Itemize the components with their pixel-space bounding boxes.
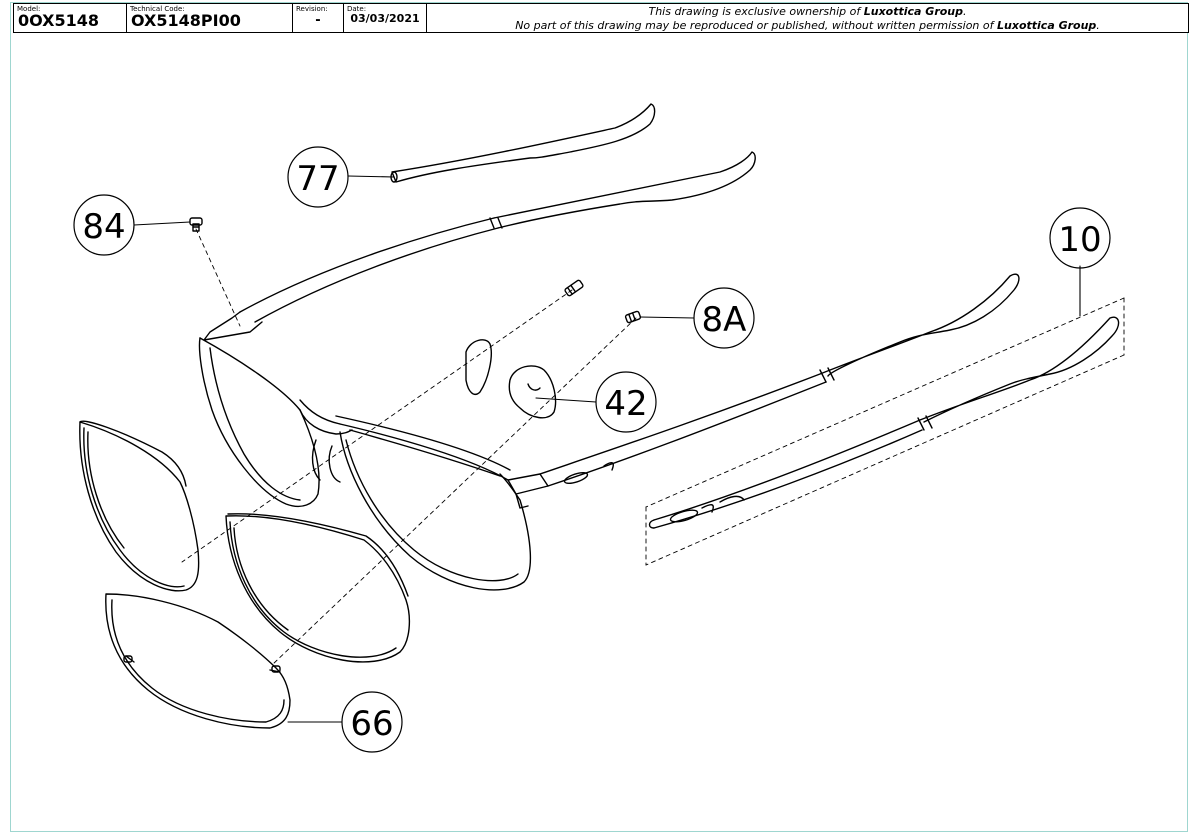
- nose-pad-part: [465, 339, 557, 419]
- callout-balloon-8a: [693, 287, 755, 349]
- revision-value: -: [315, 13, 321, 28]
- callout-label-66: 66: [350, 704, 393, 744]
- date-label: Date:: [347, 5, 367, 13]
- temple-tip-part: [390, 103, 656, 183]
- revision-cell: Revision: -: [293, 4, 344, 32]
- model-label: Model:: [17, 5, 41, 13]
- callout-label-8a: 8A: [702, 300, 747, 340]
- technical-code-value: OX5148PI00: [131, 11, 241, 30]
- date-value: 03/03/2021: [350, 12, 420, 25]
- title-block: Model: 0OX5148 Technical Code: OX5148PI0…: [13, 3, 1189, 33]
- revision-label: Revision:: [296, 5, 328, 13]
- far-temple-arm: [203, 151, 756, 341]
- model-value: 0OX5148: [18, 11, 100, 30]
- technical-code-label: Technical Code:: [130, 5, 185, 13]
- front-frame: [198, 337, 549, 591]
- notice-line-2: No part of this drawing may be reproduce…: [515, 19, 1100, 32]
- left-lens-part: [79, 420, 200, 592]
- company-name: Luxottica Group: [863, 5, 964, 18]
- callout-labels: 77 84 8A 42 10 66: [82, 159, 1101, 744]
- callout-balloons: [73, 146, 1111, 753]
- ownership-notice: This drawing is exclusive ownership of L…: [427, 4, 1188, 32]
- callout-balloon-77: [287, 146, 349, 208]
- assembly-guide-lines: [181, 228, 1125, 666]
- model-cell: Model: 0OX5148: [14, 4, 127, 32]
- callout-balloon-66: [341, 691, 403, 753]
- callout-balloon-42: [595, 371, 657, 433]
- nose-pad-screw-part: [564, 279, 642, 324]
- leader-lines: [133, 175, 1081, 723]
- company-name: Luxottica Group: [997, 19, 1097, 32]
- lens-wire-part: [105, 593, 291, 729]
- spare-temple-assembly-part: [648, 316, 1120, 529]
- callout-balloon-10: [1049, 207, 1111, 269]
- technical-code-cell: Technical Code: OX5148PI00: [127, 4, 293, 32]
- callout-balloon-84: [73, 194, 135, 256]
- callout-label-77: 77: [296, 159, 339, 199]
- date-cell: Date: 03/03/2021: [344, 4, 427, 32]
- callout-label-42: 42: [604, 384, 647, 424]
- drawing-sheet-border: [10, 2, 1188, 832]
- right-lens-part: [225, 513, 411, 663]
- callout-label-84: 84: [82, 207, 125, 247]
- notice-line-1: This drawing is exclusive ownership of L…: [648, 5, 967, 18]
- near-temple-arm: [539, 273, 1020, 487]
- callout-label-10: 10: [1058, 220, 1101, 260]
